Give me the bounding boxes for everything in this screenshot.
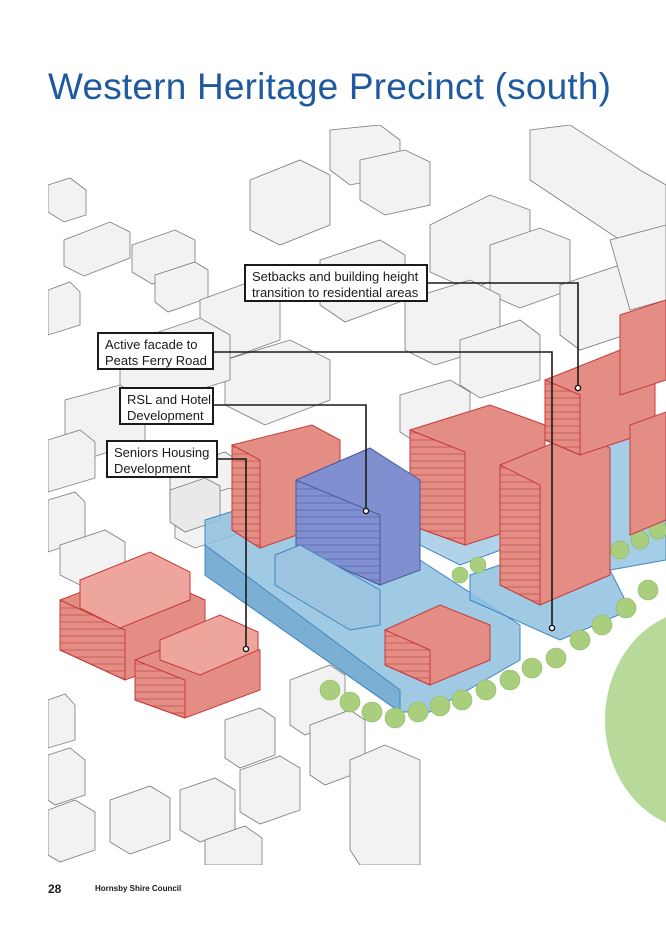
callout-active-facade-line-1: Active facade to [105, 337, 198, 352]
footer-organisation: Hornsby Shire Council [95, 884, 182, 893]
leader-dots [242, 384, 582, 653]
callout-setbacks: Setbacks and building height transition … [244, 264, 428, 302]
page-title: Western Heritage Precinct (south) [48, 66, 612, 107]
page-number: 28 [48, 882, 62, 896]
leader-lines [213, 282, 579, 649]
callout-seniors-housing-line-1: Seniors Housing [114, 445, 210, 460]
proposed-buildings [59, 299, 666, 719]
callout-active-facade: Active facade to Peats Ferry Road [97, 332, 214, 370]
rsl-hotel-building [274, 447, 421, 631]
callout-rsl-hotel-line-2: Development [127, 408, 204, 423]
callout-seniors-housing-line-2: Development [114, 461, 191, 476]
callout-setbacks-line-2: transition to residential areas [252, 285, 419, 300]
callout-seniors-housing: Seniors Housing Development [106, 440, 218, 478]
street-trees [319, 520, 666, 729]
callout-rsl-hotel-line-1: RSL and Hotel [127, 392, 212, 407]
callout-setbacks-line-1: Setbacks and building height [252, 269, 419, 284]
park-area [605, 617, 666, 823]
callout-rsl-hotel: RSL and Hotel Development [119, 387, 214, 425]
callout-active-facade-line-2: Peats Ferry Road [105, 353, 207, 368]
